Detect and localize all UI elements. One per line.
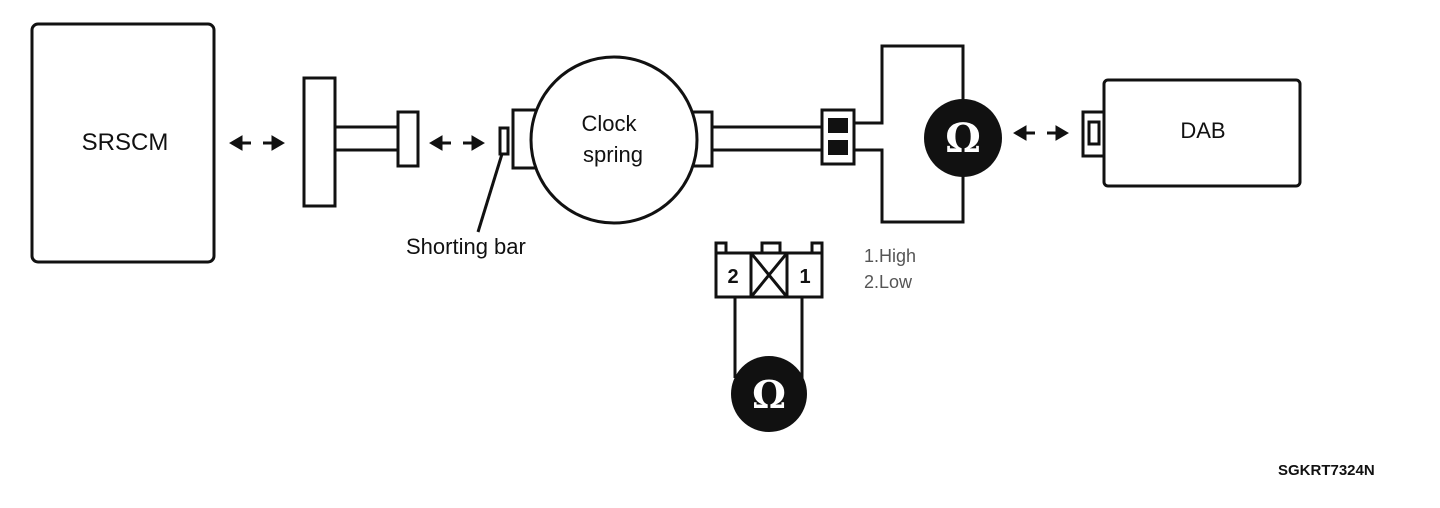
- connector-terminal-low: [828, 140, 848, 155]
- shorting-bar-label: Shorting bar: [406, 234, 526, 259]
- clock-spring-label-line2: spring: [583, 142, 643, 167]
- meter-probe-lead-low: [854, 148, 965, 224]
- dab-label: DAB: [1180, 118, 1225, 143]
- connector-terminal-high: [828, 118, 848, 133]
- double-arrow-icon: [229, 135, 285, 151]
- srscm-label: SRSCM: [82, 129, 169, 156]
- dab-connector-pin: [1087, 120, 1101, 146]
- dab-module: [1102, 78, 1302, 188]
- pin-legend-low: 2.Low: [864, 272, 913, 292]
- double-arrow-icon: [1013, 125, 1069, 141]
- connector-pin-2-label: 2: [727, 266, 738, 288]
- column-connector-plug: [396, 110, 420, 168]
- ohmmeter-symbol: Ω: [945, 115, 981, 162]
- ohmmeter-icon: Ω: [924, 99, 1002, 177]
- double-arrow-icon: [429, 135, 485, 151]
- srscm-module: [30, 22, 216, 264]
- unused-cavity-mark: [749, 252, 789, 298]
- connector-pin-1-label: 1: [799, 266, 810, 288]
- ohmmeter-icon: Ω: [731, 356, 807, 432]
- shorting-bar: [498, 126, 510, 156]
- shorting-bar-leader: [476, 153, 504, 233]
- meter-probe-lead-high: [854, 44, 965, 125]
- column-connector-plate: [302, 76, 337, 208]
- clock-spring: [529, 55, 699, 225]
- figure-code: SGKRT7324N: [1278, 462, 1375, 479]
- ohmmeter-symbol: Ω: [752, 372, 786, 417]
- connector-detail: 2 1: [714, 241, 824, 299]
- clock-spring-label-line1: Clock: [581, 111, 637, 136]
- pin-legend-high: 1.High: [864, 246, 916, 266]
